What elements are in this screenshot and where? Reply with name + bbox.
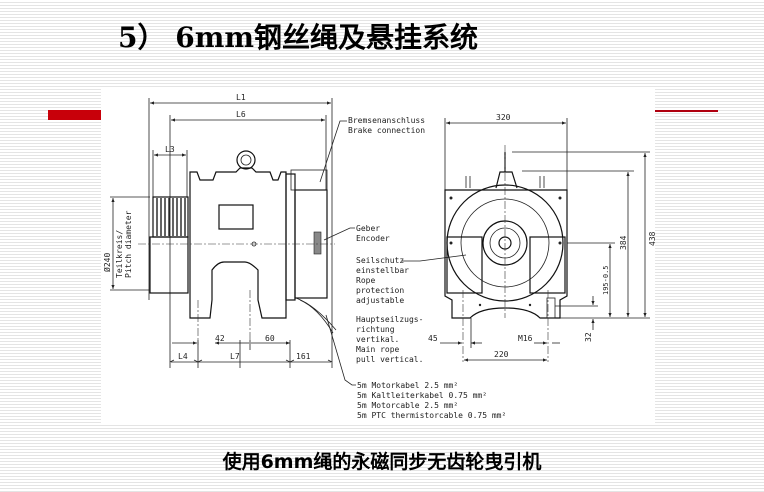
- label-line: 5m Motorcable 2.5 mm²: [357, 401, 458, 410]
- dim-220: 220: [494, 350, 509, 359]
- dim-32: 32: [584, 332, 593, 342]
- label-line: richtung: [356, 325, 395, 334]
- brake-label-de: Bremsenanschluss: [348, 116, 425, 125]
- dim-195: 195-0.5: [602, 265, 610, 295]
- dim-45: 45: [428, 334, 438, 343]
- encoder: [313, 231, 322, 255]
- encoder-label-de: Geber: [356, 224, 380, 233]
- dim-m16: M16: [518, 334, 533, 343]
- rope-guard-left: [446, 236, 483, 294]
- dim-l6-label: L6: [236, 110, 246, 119]
- pitch-diameter-label-2: Pitch diameter: [124, 210, 133, 278]
- accent-line: [655, 110, 718, 112]
- dim-60: 60: [265, 334, 275, 343]
- dim-438: 438: [648, 231, 657, 246]
- dim-l3-label: L3: [165, 145, 175, 154]
- dim-l1-label: L1: [236, 93, 246, 102]
- traction-sheave: [152, 196, 189, 238]
- label-line: Seilschutz: [356, 256, 404, 265]
- label-line: vertikal.: [356, 335, 399, 344]
- label-line: pull vertical.: [356, 355, 423, 364]
- dim-l4: L4: [178, 352, 188, 361]
- cable-label: 5m Motorkabel 2.5 mm² 5m Kaltleiterkabel…: [357, 381, 506, 420]
- callouts: Bremsenanschluss Brake connection Geber …: [319, 116, 506, 420]
- encoder-label-en: Encoder: [356, 234, 390, 243]
- nameplate: [218, 204, 254, 230]
- rope-protection-label: Seilschutz einstellbar Rope protection a…: [356, 256, 409, 305]
- rope-pull-label: Hauptseilzugs- richtung vertikal. Main r…: [356, 315, 423, 364]
- dim-42: 42: [215, 334, 225, 343]
- label-line: 5m Kaltleiterkabel 0.75 mm²: [357, 391, 487, 400]
- front-view: 320 438 384 195-0.5 32 45 M16: [428, 113, 657, 362]
- label-line: 5m Motorkabel 2.5 mm²: [357, 381, 458, 390]
- drawing-frame: [101, 89, 655, 425]
- accent-bar: [48, 110, 108, 120]
- dim-161: 161: [296, 352, 311, 361]
- label-line: Main rope: [356, 345, 400, 354]
- slide-caption: 使用6mm绳的永磁同步无齿轮曳引机: [222, 451, 542, 473]
- dim-diameter-label: Ø240: [102, 253, 112, 272]
- label-line: einstellbar: [356, 266, 409, 275]
- label-line: adjustable: [356, 296, 404, 305]
- label-line: Hauptseilzugs-: [356, 315, 423, 324]
- rope-guard-right: [529, 236, 566, 294]
- motor-body: [189, 167, 287, 319]
- label-line: Rope: [356, 276, 375, 285]
- dim-l7: L7: [230, 352, 240, 361]
- dim-384: 384: [619, 235, 628, 250]
- side-view: L1 L6 L3 Ø240 Teilkreis/ Pitch diame: [102, 93, 337, 368]
- slide-title: 5） 6mm钢丝绳及悬挂系统: [118, 21, 478, 54]
- lifting-eye: [236, 150, 256, 170]
- dim-320: 320: [496, 113, 511, 122]
- label-line: protection: [356, 286, 404, 295]
- pitch-diameter-label-1: Teilkreis/: [115, 230, 124, 278]
- label-line: 5m PTC thermistorcable 0.75 mm²: [357, 411, 506, 420]
- brake-label-en: Brake connection: [348, 126, 425, 135]
- front-housing: [444, 189, 568, 319]
